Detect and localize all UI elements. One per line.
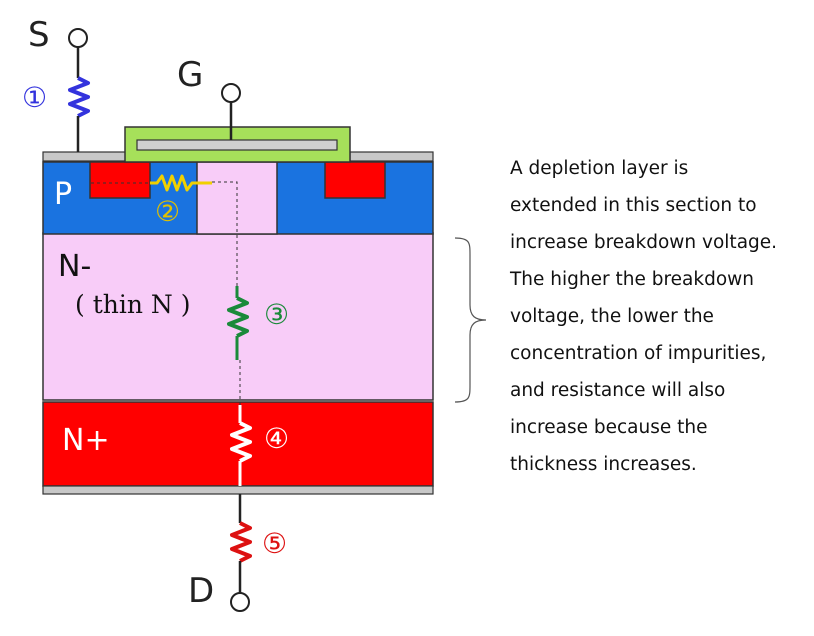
resistor-1-label: ① — [22, 81, 48, 114]
gate-label: G — [177, 55, 204, 95]
resistor-4 — [230, 421, 252, 463]
source-metal-left — [42, 151, 128, 162]
note-line: voltage, the lower the — [510, 306, 714, 327]
n-minus-sublabel: ( thin N ) — [75, 290, 191, 319]
resistor-4-label: ④ — [264, 422, 290, 455]
drain-metal — [42, 485, 434, 495]
p-region-label: P — [54, 177, 73, 212]
depletion-brace — [454, 237, 487, 403]
gate-electrode — [136, 139, 338, 151]
n-minus-label: N- — [58, 249, 92, 284]
resistor-3-label: ③ — [264, 298, 290, 331]
source-metal-right — [349, 151, 434, 162]
note-line: increase because the — [510, 417, 708, 438]
channel-path — [89, 172, 150, 184]
note-line: A depletion layer is — [510, 158, 689, 179]
depletion-note: A depletion layer is extended in this se… — [510, 150, 810, 483]
note-line: The higher the breakdown — [510, 269, 755, 290]
resistor-5 — [230, 521, 252, 563]
note-line: thickness increases. — [510, 454, 697, 475]
n-plus-source-right — [324, 161, 386, 199]
gate-terminal — [221, 83, 241, 103]
n-plus-substrate — [42, 401, 434, 487]
note-line: increase breakdown voltage. — [510, 232, 778, 253]
n-plus-label: N+ — [62, 423, 110, 458]
resistor-1 — [68, 76, 90, 118]
n-minus-region — [42, 232, 434, 401]
resistor-3 — [227, 296, 249, 338]
source-label: S — [28, 15, 50, 55]
current-path — [212, 181, 238, 286]
note-line: extended in this section to — [510, 195, 757, 216]
source-terminal — [68, 28, 88, 48]
drain-label: D — [188, 571, 215, 611]
note-line: and resistance will also — [510, 380, 726, 401]
n-plus-source-left — [89, 161, 151, 199]
note-line: concentration of impurities, — [510, 343, 767, 364]
drain-terminal — [230, 592, 250, 612]
resistor-2-label: ② — [155, 195, 181, 228]
resistor-5-label: ⑤ — [262, 527, 288, 560]
resistor-2 — [150, 174, 212, 192]
